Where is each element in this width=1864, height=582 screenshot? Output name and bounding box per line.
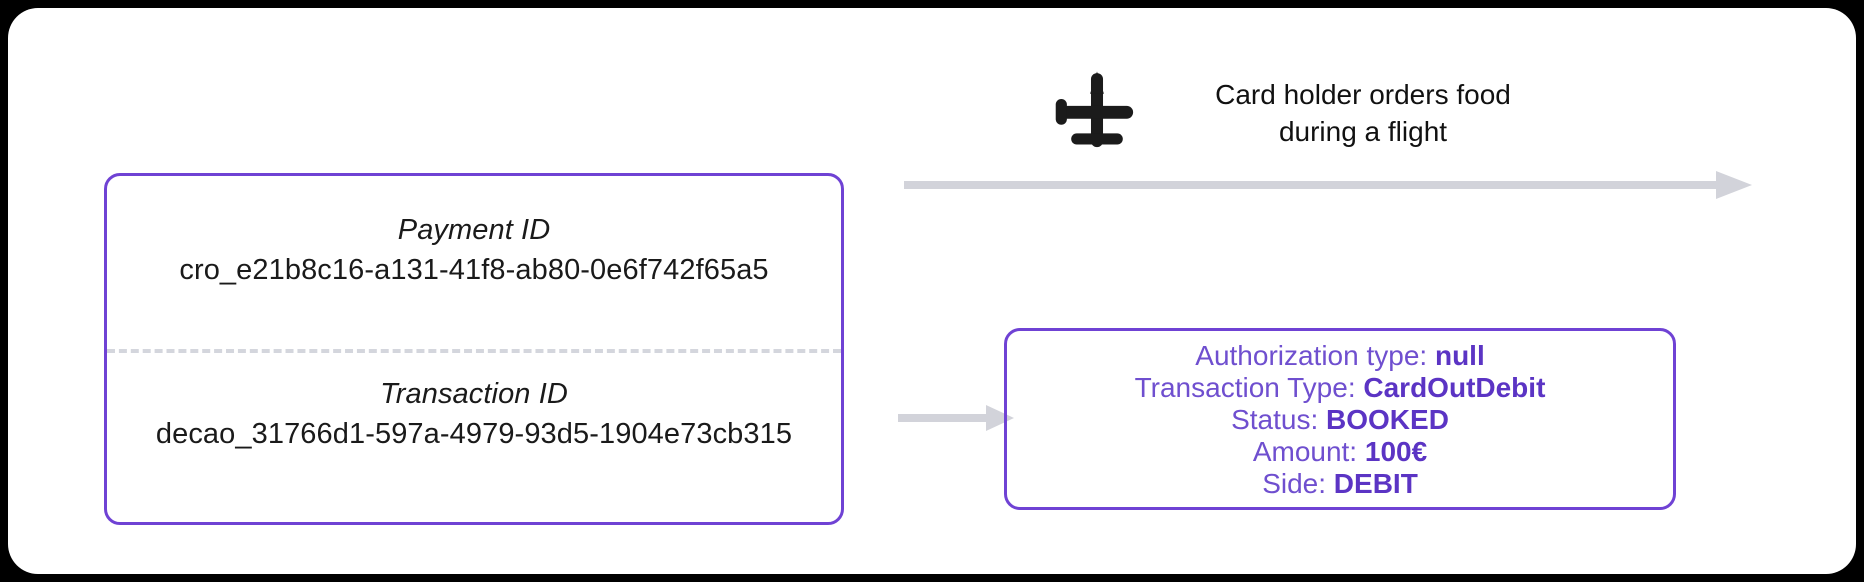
airplane-icon (1054, 68, 1140, 154)
detail-line-side: Side: DEBIT (1262, 468, 1418, 500)
scenario-caption: Card holder orders food during a flight (1198, 76, 1528, 150)
scenario-caption-line1: Card holder orders food (1215, 79, 1511, 110)
detail-value: DEBIT (1333, 468, 1418, 499)
status-badge: BOOKED (1326, 404, 1449, 435)
section-divider (107, 349, 841, 353)
detail-line-status: Status: BOOKED (1231, 404, 1449, 436)
identifier-box: Payment ID cro_e21b8c16-a131-41f8-ab80-0… (104, 173, 844, 525)
detail-key: Status: (1231, 404, 1327, 435)
detail-key: Authorization type: (1195, 340, 1435, 371)
link-arrow-icon (898, 404, 1014, 432)
transaction-id-value: decao_31766d1-597a-4979-93d5-1904e73cb31… (155, 418, 793, 450)
detail-key: Side: (1262, 468, 1334, 499)
transaction-id-section: Transaction ID decao_31766d1-597a-4979-9… (107, 374, 841, 454)
transaction-detail-box: Authorization type: null Transaction Typ… (1004, 328, 1676, 510)
payment-id-value: cro_e21b8c16-a131-41f8-ab80-0e6f742f65a5 (179, 254, 769, 286)
scenario-caption-line2: during a flight (1278, 116, 1448, 147)
timeline-arrow-icon (904, 168, 1752, 202)
detail-key: Transaction Type: (1134, 372, 1364, 403)
payment-id-label: Payment ID (397, 214, 551, 246)
payment-id-section: Payment ID cro_e21b8c16-a131-41f8-ab80-0… (107, 210, 841, 290)
detail-value: null (1434, 340, 1485, 371)
diagram-card: Payment ID cro_e21b8c16-a131-41f8-ab80-0… (8, 8, 1856, 574)
detail-value: 100€ (1364, 436, 1428, 467)
detail-line-transaction-type: Transaction Type: CardOutDebit (1135, 372, 1546, 404)
detail-line-amount: Amount: 100€ (1253, 436, 1427, 468)
detail-line-authorization-type: Authorization type: null (1195, 340, 1484, 372)
detail-key: Amount: (1252, 436, 1365, 467)
transaction-id-label: Transaction ID (380, 378, 568, 410)
detail-value: CardOutDebit (1363, 372, 1546, 403)
